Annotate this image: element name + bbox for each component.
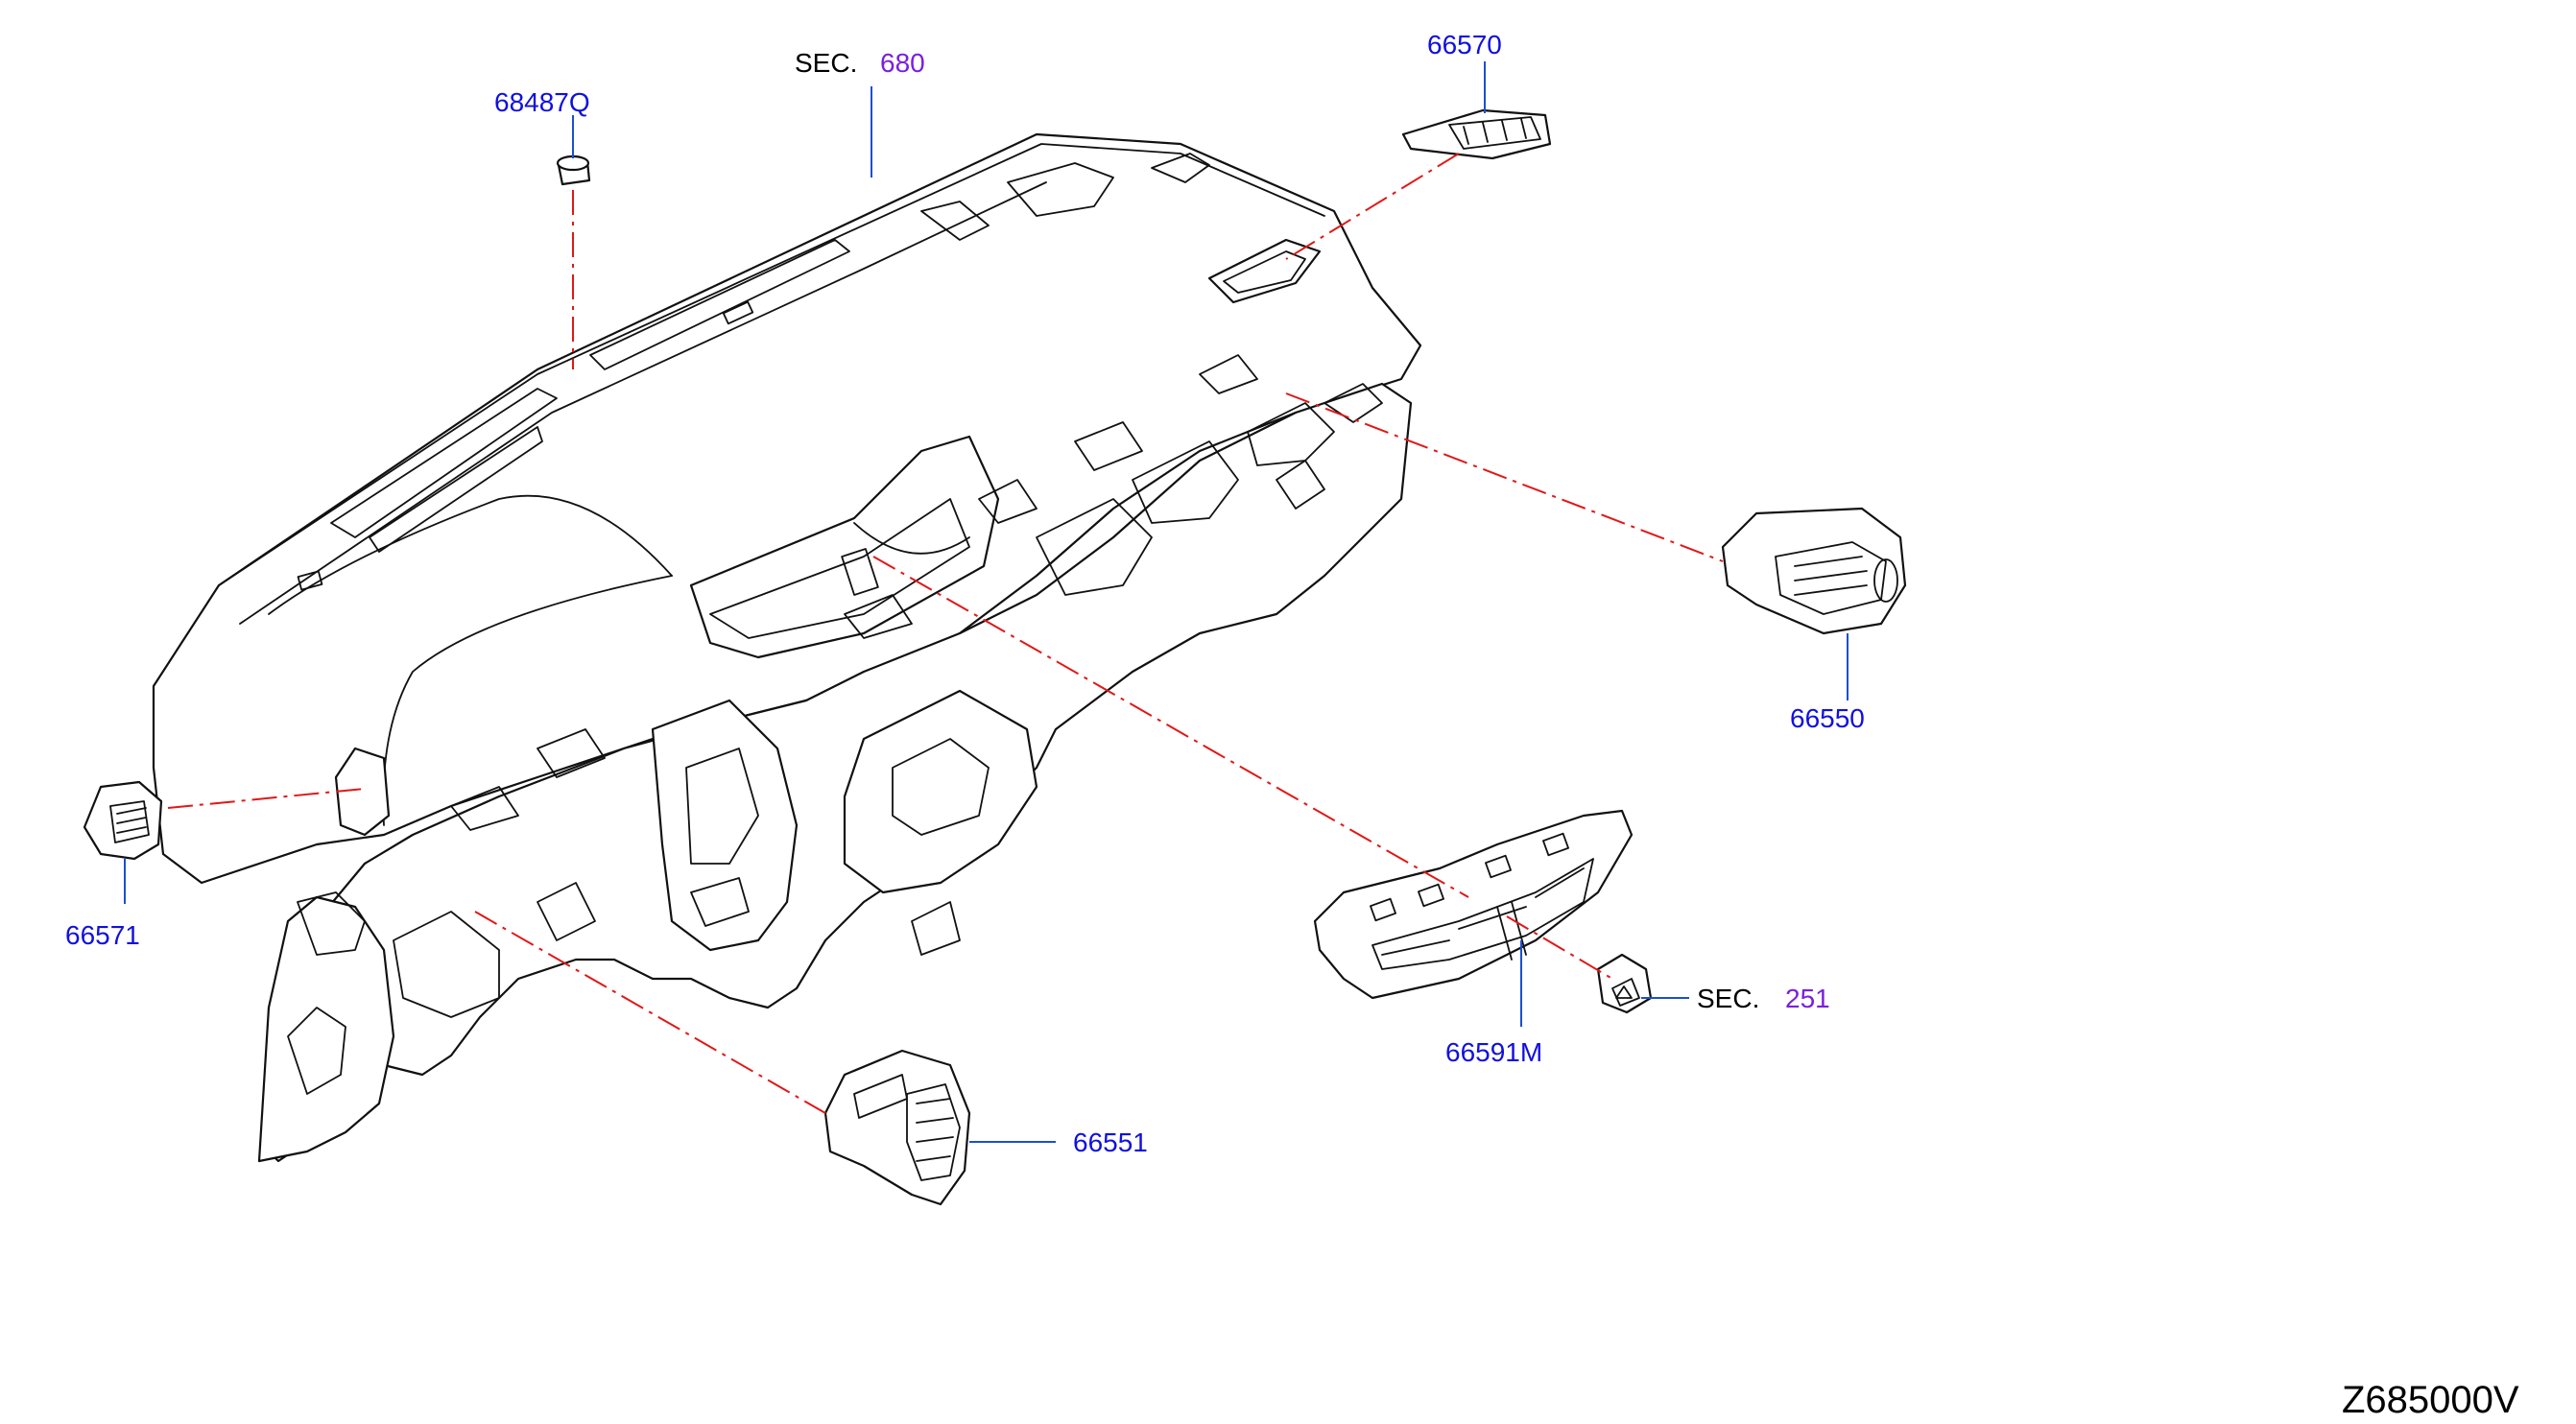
- section-ref-680: SEC. 680: [795, 48, 925, 78]
- label-66551: 66551: [1073, 1127, 1148, 1157]
- section-prefix-top: SEC.: [795, 48, 857, 78]
- label-66591m: 66591M: [1445, 1037, 1542, 1067]
- section-number-right: 251: [1785, 984, 1830, 1013]
- alignment-lines: [167, 153, 1724, 1114]
- section-ref-251: SEC. 251: [1697, 984, 1830, 1013]
- label-68487q: 68487Q: [494, 87, 590, 117]
- instrument-panel: [152, 132, 1422, 1163]
- section-number-top: 680: [880, 48, 925, 78]
- diagram-code: Z685000V: [2342, 1379, 2519, 1421]
- clip-68487q: [556, 154, 591, 186]
- side-vent-66550: [1721, 507, 1907, 635]
- hazard-switch: [1596, 953, 1653, 1014]
- label-66571: 66571: [65, 920, 140, 950]
- defroster-grille-66570: [1401, 108, 1552, 160]
- leader-lines: [124, 61, 1849, 1143]
- section-prefix-right: SEC.: [1697, 984, 1759, 1013]
- label-66550: 66550: [1790, 703, 1865, 733]
- center-vent-66591m: [1313, 809, 1634, 1000]
- label-66570: 66570: [1427, 30, 1502, 59]
- side-vent-66571: [83, 780, 163, 861]
- side-vent-66551: [823, 1049, 971, 1206]
